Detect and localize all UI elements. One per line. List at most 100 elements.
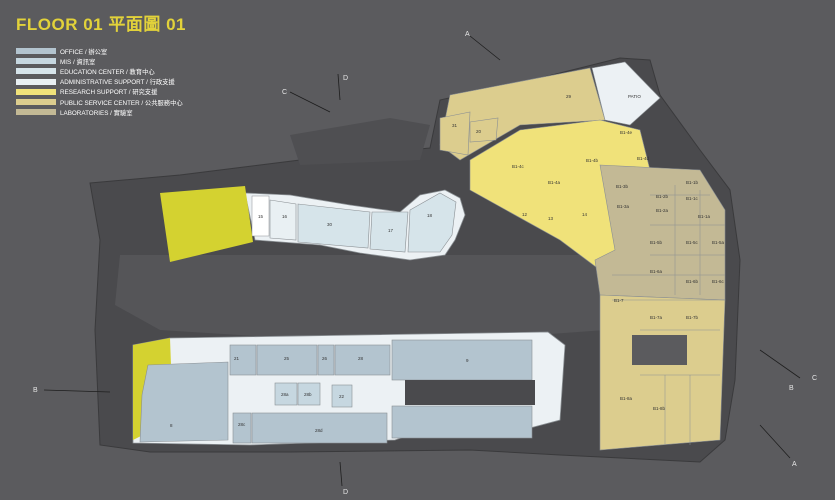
room-22-area — [331, 384, 353, 408]
room-label: B1-6b — [686, 279, 699, 284]
room-21-area — [229, 344, 257, 376]
legend-swatch-education — [16, 68, 56, 75]
room-label: 30 — [327, 222, 333, 227]
room-label: B1-1c — [686, 196, 699, 201]
legend-item-public: PUBLIC SERVICE CENTER / 公共服務中心 — [16, 97, 183, 107]
room-label: B1-3b — [616, 184, 629, 189]
lab-grid-lines — [612, 185, 725, 445]
room-9-area — [391, 339, 533, 381]
room-17-area — [369, 211, 409, 253]
section-marker-c-right: C — [812, 375, 817, 382]
room-label: B1-1b — [686, 180, 699, 185]
room-label: 20 — [476, 129, 482, 134]
room-label: B1-5a — [712, 240, 725, 245]
room-20-area — [469, 117, 499, 143]
section-lines — [43, 35, 801, 487]
room-28b-area — [297, 382, 321, 406]
room-label: 14 — [582, 212, 588, 217]
lab-grid-east — [594, 164, 726, 301]
room-31-area — [439, 111, 471, 156]
section-marker-c-left: C — [282, 89, 287, 96]
room-label: B1-5b — [650, 240, 663, 245]
room-label: PATIO — [628, 94, 641, 99]
room-26-area — [317, 344, 335, 376]
room-label: 29 — [566, 94, 572, 99]
section-marker-b-left: B — [33, 387, 38, 394]
room-label: 28 — [358, 356, 364, 361]
room-label: B1-4a — [548, 180, 561, 185]
section-marker-d-top: D — [343, 75, 348, 82]
room-label: 26 — [322, 356, 328, 361]
legend-item-office: OFFICE / 辦公室 — [16, 46, 183, 56]
room-label: 17 — [388, 228, 394, 233]
section-marker-d-bottom: D — [343, 489, 348, 496]
core-north — [251, 195, 270, 237]
dark-inset — [632, 335, 687, 365]
legend-label-research: RESEARCH SUPPORT / 研究支援 — [60, 89, 158, 97]
room-label: 31 — [452, 123, 458, 128]
legend-item-research: RESEARCH SUPPORT / 研究支援 — [16, 87, 183, 97]
room-label: B1-4e — [620, 130, 633, 135]
legend-label-education: EDUCATION CENTER / 教育中心 — [60, 68, 155, 76]
room-label: B1-5c — [686, 240, 699, 245]
room-label: 25 — [284, 356, 290, 361]
legend-swatch-admin — [16, 78, 56, 85]
room-label: 28d — [315, 428, 323, 433]
legend-label-mis: MIS / 資訊室 — [60, 58, 96, 66]
page-title: FLOOR 01 平面圖 01 — [16, 15, 186, 34]
lime-block — [160, 186, 253, 262]
room-label: B1-1a — [698, 214, 711, 219]
patio-area — [591, 61, 661, 126]
legend-swatch-labs — [16, 109, 56, 116]
room-label: B1-7b — [686, 315, 699, 320]
room-label: B1-4d — [637, 156, 650, 161]
room-25-area — [256, 344, 318, 376]
room-28c-area — [232, 412, 252, 444]
room-8-area — [139, 361, 229, 443]
legend-item-mis: MIS / 資訊室 — [16, 56, 183, 66]
room-label: B1-7a — [650, 315, 663, 320]
room-label: 9 — [466, 358, 469, 363]
room-18-area — [407, 192, 457, 253]
room-label: 16 — [282, 214, 288, 219]
section-marker-b-right: B — [789, 385, 794, 392]
room-16-area — [269, 199, 297, 241]
legend-item-education: EDUCATION CENTER / 教育中心 — [16, 66, 183, 76]
room-label: 15 — [258, 214, 264, 219]
section-marker-a-bottom: A — [792, 461, 797, 468]
legend-swatch-research — [16, 88, 56, 95]
public-south-east — [599, 294, 726, 451]
room-28d-area — [251, 412, 388, 444]
room-label: B1-2b — [656, 194, 669, 199]
room-label: 18 — [427, 213, 433, 218]
room-label: 28a — [281, 392, 289, 397]
legend: OFFICE / 辦公室 MIS / 資訊室 EDUCATION CENTER … — [16, 46, 183, 117]
room-label: B1-2a — [656, 208, 669, 213]
room-label: B1-7 — [614, 298, 624, 303]
room-label: B1-6a — [650, 269, 663, 274]
room-label: 12 — [522, 212, 528, 217]
legend-item-labs: LABORATORIES / 實驗室 — [16, 107, 183, 117]
room-28a-area — [274, 382, 298, 406]
room-label: B1-8b — [653, 406, 666, 411]
room-label: B1-4b — [586, 158, 599, 163]
room-label: 28c — [238, 422, 246, 427]
legend-label-admin: ADMINISTRATIVE SUPPORT / 行政支援 — [60, 79, 175, 87]
top-slope — [290, 118, 430, 165]
room-28-area — [334, 344, 391, 376]
room-label: B1-3a — [617, 204, 630, 209]
legend-item-admin: ADMINISTRATIVE SUPPORT / 行政支援 — [16, 77, 183, 87]
legend-swatch-office — [16, 48, 56, 55]
legend-label-public: PUBLIC SERVICE CENTER / 公共服務中心 — [60, 99, 183, 107]
dark-court — [405, 380, 535, 405]
room-label: 8 — [170, 423, 173, 428]
room-label: B1-8a — [620, 396, 633, 401]
legend-swatch-public — [16, 99, 56, 106]
legend-label-office: OFFICE / 辦公室 — [60, 48, 108, 56]
room-30-area — [297, 203, 371, 249]
room-label: 28b — [304, 392, 312, 397]
legend-swatch-mis — [16, 58, 56, 65]
legend-label-labs: LABORATORIES / 實驗室 — [60, 109, 133, 117]
room-label: B1-6c — [712, 279, 725, 284]
